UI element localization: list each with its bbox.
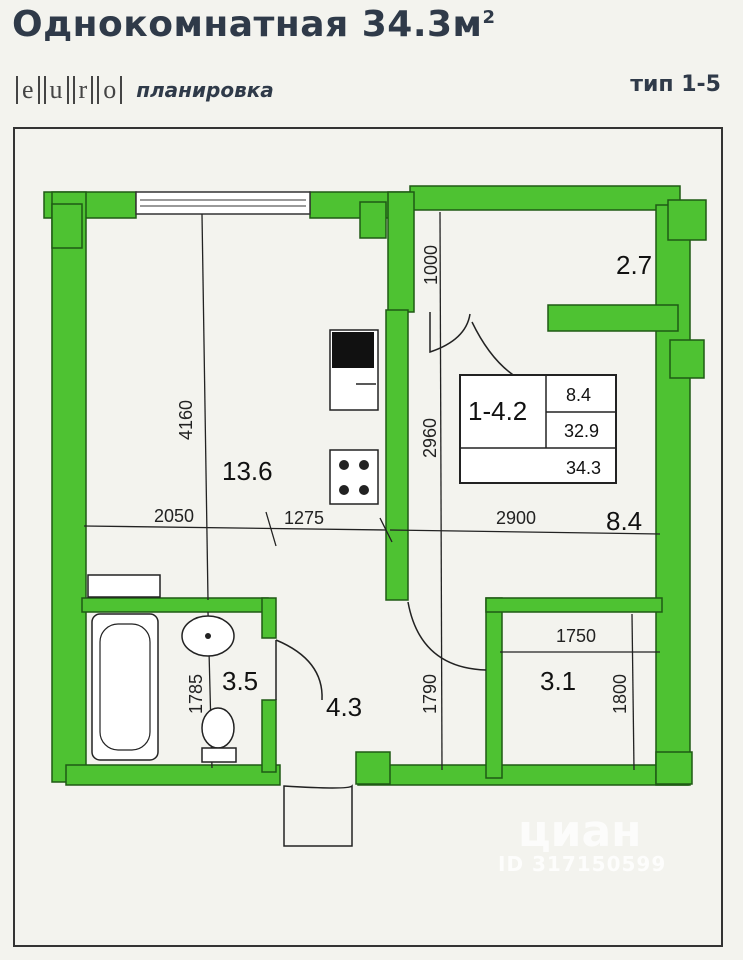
wall-pillar-a [359,201,387,239]
wall-pillar-d [51,203,83,249]
toilet-icon [201,707,235,749]
wall-bottom-right [357,764,689,786]
wall-pillar-b [667,199,707,241]
area-living: 13.6 [222,456,273,486]
stove-icon [329,449,379,505]
summary-row2: 32.9 [564,421,599,441]
euro-letter-u: u [43,76,69,104]
euro-letter-e: e [16,76,40,104]
euro-letter-r: r [72,76,94,104]
tick-a [265,511,277,547]
area-bathroom: 3.5 [222,666,258,696]
summary-row1: 8.4 [566,385,591,405]
watermark-listing-id: ID 317150599 [498,852,667,876]
door-bath [275,639,323,701]
dim-1800: 1800 [610,674,630,714]
door-storage [429,312,471,354]
wall-bath-right-lower [261,699,277,773]
dimline-4160 [201,213,209,601]
dim-1000: 1000 [421,245,441,285]
dimline-2960-1790 [439,211,443,771]
wall-bath-right-upper [261,597,277,639]
dim-1275: 1275 [284,508,324,528]
doors [275,312,545,847]
dim-1750: 1750 [556,626,596,646]
dim-2900: 2900 [496,508,536,528]
area-corridor: 4.3 [326,692,362,722]
dim-1785: 1785 [186,674,206,714]
euro-logo: e u r o [16,76,123,104]
subtitle-row: e u r o планировка [16,72,274,108]
dimline-2050-1275 [83,525,387,531]
dimline-2900 [389,529,661,535]
dim-1790: 1790 [420,674,440,714]
wall-bottom-left [65,764,281,786]
title-text: Однокомнатная 34.3м [12,4,483,45]
plan-frame [13,127,723,947]
dim-2960: 2960 [420,418,440,458]
wall-storage-bottom [547,304,679,332]
summary-table: 1-4.2 8.4 32.9 34.3 [459,374,617,484]
area-storage: 2.7 [616,250,652,280]
summary-code: 1-4.2 [468,396,527,426]
wall-left [51,191,87,783]
burner-4 [359,485,369,495]
wall-room-left [485,597,503,779]
summary-table-border [459,374,617,484]
wall-top-right [409,185,681,211]
burner-2 [359,460,369,470]
kitchen [329,329,379,505]
title-superscript: 2 [482,7,496,28]
walls [43,185,707,786]
plan-word: планировка [136,78,274,102]
bathtub-icon [91,613,159,761]
tick-b [379,517,393,543]
wall-pillar-e [355,751,391,785]
washer-icon [87,574,161,598]
door-entrance [283,784,353,847]
wall-room-top [485,597,663,613]
page-title: Однокомнатная 34.3м2 [12,4,496,45]
window [135,191,311,215]
dimline-1800 [631,613,635,771]
euro-letter-o: o [97,76,123,104]
wall-right [655,204,691,786]
wall-mid-upper [387,191,415,313]
watermark-brand: циан [518,806,642,857]
type-label: тип 1-5 [630,72,721,97]
wall-mid-lower [385,309,409,601]
burner-3 [339,485,349,495]
wall-bath-top [81,597,269,613]
sink-icon [332,332,374,368]
burner-1 [339,460,349,470]
area-room: 3.1 [540,666,576,696]
summary-row3: 34.3 [566,458,601,478]
door-hall [407,601,487,671]
wall-pillar-f [655,751,693,785]
bathroom-fixtures [87,574,237,763]
dim-4160: 4160 [176,400,196,440]
wall-pillar-c [669,339,705,379]
area-hall: 8.4 [606,506,642,536]
dim-2050: 2050 [154,506,194,526]
